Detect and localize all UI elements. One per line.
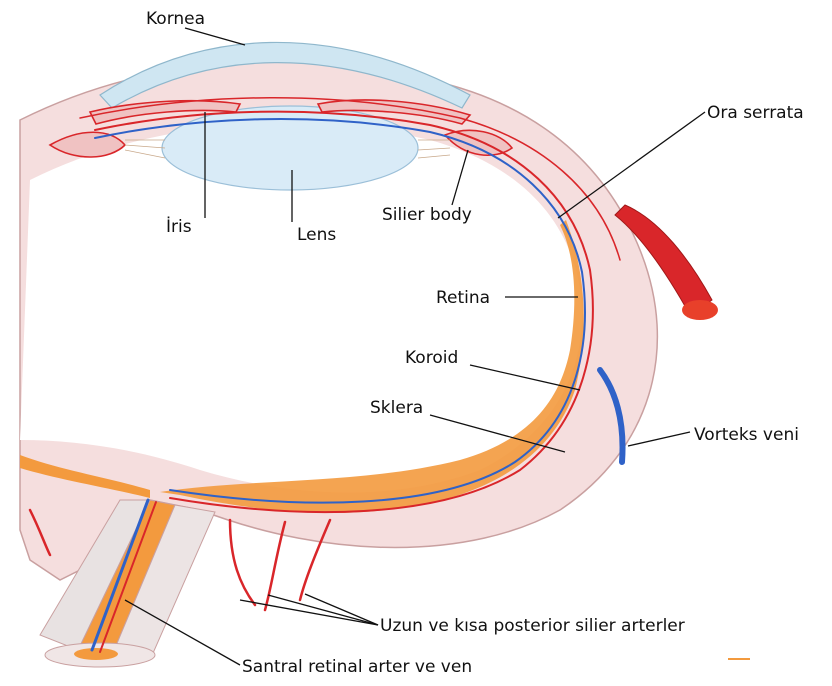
leader-posterior-2 [268, 595, 378, 625]
leader-vorteks [628, 432, 690, 446]
label-ora-serrata: Ora serrata [707, 103, 804, 123]
leader-posterior-3 [305, 594, 378, 625]
leader-posterior-1 [240, 600, 378, 625]
label-santral-retinal: Santral retinal arter ve ven [242, 657, 472, 677]
label-sklera: Sklera [370, 398, 423, 418]
label-iris: İris [166, 216, 192, 237]
label-silier-body: Silier body [382, 205, 472, 225]
leader-kornea [185, 28, 245, 45]
optic-nerve-cut [74, 648, 118, 660]
label-posterior-silier: Uzun ve kısa posterior silier arterler [380, 616, 685, 636]
vessel-stump-end [682, 300, 718, 320]
label-retina: Retina [436, 288, 490, 308]
label-lens: Lens [297, 225, 336, 245]
label-koroid: Koroid [405, 348, 458, 368]
label-kornea: Kornea [146, 9, 205, 29]
label-vorteks-veni: Vorteks veni [694, 425, 799, 445]
